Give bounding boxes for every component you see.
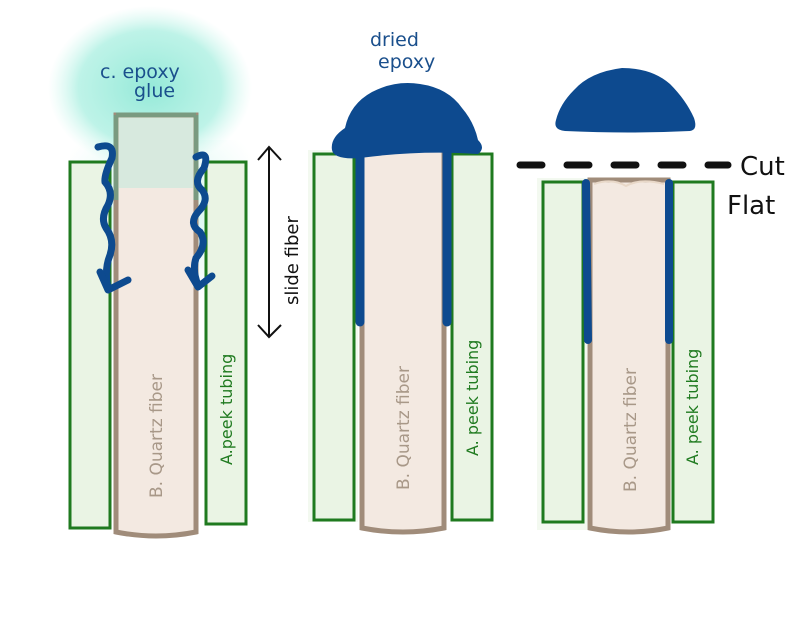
glue-flow-arrow-left bbox=[94, 142, 116, 292]
quartz-fiber bbox=[587, 177, 671, 535]
peek-tubing-right bbox=[204, 160, 248, 526]
label-cut: Cut bbox=[740, 152, 785, 182]
label-quartz-fiber: B. Quartz fiber bbox=[394, 366, 414, 490]
label-quartz-fiber: B. Quartz fiber bbox=[147, 374, 167, 498]
label-peek-tubing: A. peek tubing bbox=[683, 349, 702, 465]
label-epoxy-glue: c. epoxy bbox=[100, 61, 180, 83]
label-dried-epoxy: dried bbox=[370, 29, 419, 51]
label-dried-epoxy-line2: epoxy bbox=[378, 51, 435, 73]
panel-step-1: c. epoxy glue B. Quartz fiber A.peek tub… bbox=[48, 6, 252, 539]
fiber-top-glue-tint bbox=[119, 118, 193, 188]
peek-tubing-right bbox=[671, 180, 715, 524]
slide-fiber-annotation: slide fiber bbox=[257, 145, 303, 339]
panel-step-2: dried epoxy B. Quartz fiber A. peek tubi… bbox=[308, 29, 494, 535]
panel-step-3: Cut Flat B. Quartz fiber A. peek tubing bbox=[516, 68, 785, 535]
glue-flow-arrow-right-head bbox=[184, 266, 216, 291]
peek-tubing-right bbox=[450, 152, 494, 522]
label-epoxy-glue-line2: glue bbox=[134, 80, 175, 102]
label-flat: Flat bbox=[727, 191, 775, 221]
cut-epoxy-dome bbox=[555, 68, 696, 133]
label-quartz-fiber: B. Quartz fiber bbox=[621, 368, 641, 492]
epoxy-glue-glow bbox=[48, 6, 252, 170]
peek-tubing-left bbox=[541, 180, 585, 524]
epoxy-streak-left bbox=[582, 179, 592, 344]
label-peek-tubing: A. peek tubing bbox=[463, 340, 482, 456]
quartz-fiber bbox=[113, 112, 199, 539]
label-peek-tubing: A.peek tubing bbox=[217, 354, 236, 465]
quartz-fiber bbox=[359, 147, 447, 535]
glue-flow-arrow-right bbox=[190, 151, 210, 289]
dried-epoxy-dome bbox=[331, 83, 482, 159]
peek-tubing-left bbox=[312, 152, 356, 522]
glue-flow-arrow-left-head bbox=[96, 268, 132, 294]
label-slide-fiber: slide fiber bbox=[282, 216, 303, 305]
